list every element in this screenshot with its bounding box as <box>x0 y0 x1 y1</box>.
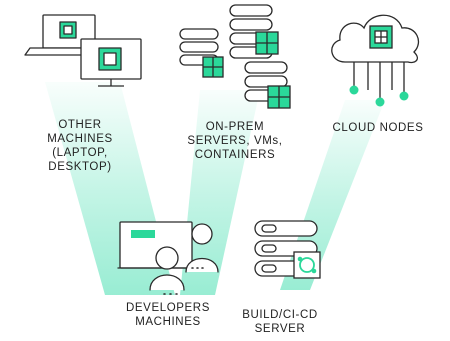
server-stack-icon <box>179 4 291 109</box>
developers-icon <box>117 221 219 295</box>
label-line: SERVERS, VMs, <box>187 135 283 147</box>
label-line: CLOUD NODES <box>332 122 424 134</box>
laptop-desktop-icon <box>24 14 142 87</box>
label-build-server: BUILD/CI-CD SERVER <box>230 308 330 336</box>
label-other-machines: OTHER MACHINES (LAPTOP, DESKTOP) <box>30 118 130 174</box>
label-line: BUILD/CI-CD <box>242 309 318 321</box>
cloud-chip-icon <box>331 14 419 107</box>
label-developers: DEVELOPERS MACHINES <box>118 301 218 329</box>
label-line: MACHINES <box>135 316 201 328</box>
label-line: DESKTOP) <box>48 161 112 173</box>
label-line: (LAPTOP, <box>52 147 108 159</box>
label-on-prem: ON-PREM SERVERS, VMs, CONTAINERS <box>175 120 295 162</box>
label-line: DEVELOPERS <box>126 302 210 314</box>
build-server-icon <box>254 220 321 279</box>
label-line: OTHER <box>58 119 102 131</box>
label-line: CONTAINERS <box>194 149 276 161</box>
label-line: ON-PREM <box>205 121 265 133</box>
label-cloud-nodes: CLOUD NODES <box>318 121 438 135</box>
label-line: MACHINES <box>47 133 113 145</box>
label-line: SERVER <box>254 323 306 335</box>
